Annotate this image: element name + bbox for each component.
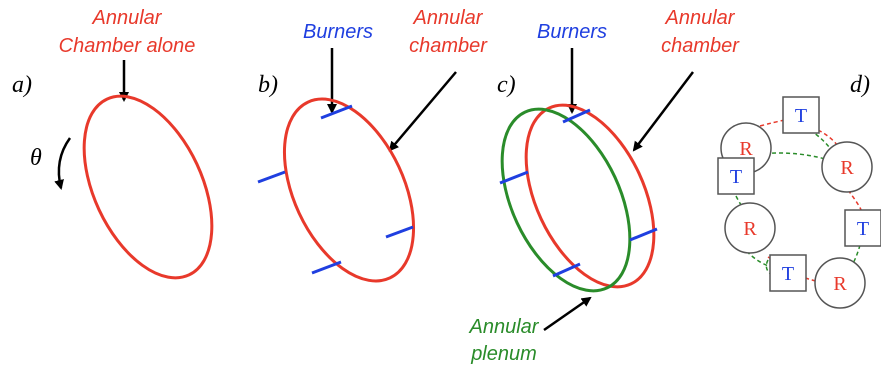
burner-marker xyxy=(257,170,286,184)
annular-chamber-ring xyxy=(524,103,656,289)
annular-chamber-ring xyxy=(82,94,214,280)
panel-c-chamber-label-line2: chamber xyxy=(661,35,740,57)
node-r: R xyxy=(814,257,866,309)
panel-c-plenum-arrow xyxy=(543,296,592,332)
node-t: T xyxy=(717,157,755,195)
burner-marker xyxy=(320,104,353,120)
panel-b-chamber-label-line2: chamber xyxy=(409,35,488,57)
panel-d-tag: d) xyxy=(850,72,870,98)
panel-b-chamber-label-line1: Annular xyxy=(413,7,484,29)
node-label: T xyxy=(795,105,807,127)
burner-marker xyxy=(562,108,591,124)
node-label: R xyxy=(739,138,753,160)
burner-marker xyxy=(385,225,414,239)
node-r: R xyxy=(821,141,873,193)
theta-symbol: θ xyxy=(30,145,42,171)
theta-direction-arrow xyxy=(54,137,72,190)
panel-c-tag: c) xyxy=(497,72,516,98)
node-label: R xyxy=(833,273,847,295)
panel-b-burners-label: Burners xyxy=(303,21,373,43)
node-t: T xyxy=(769,254,807,292)
panel-a-title-line2: Chamber alone xyxy=(59,35,196,57)
panel-d: d) R T R xyxy=(717,72,881,309)
burner-marker xyxy=(629,227,658,242)
panel-b: b) Burners Annular chamber xyxy=(257,7,488,283)
panel-c-plenum-label-line2: plenum xyxy=(470,343,537,365)
node-label: R xyxy=(743,218,757,240)
node-label: T xyxy=(782,263,794,285)
node-label: R xyxy=(840,157,854,179)
panel-a-title-line1: Annular xyxy=(92,7,163,29)
panel-c-chamber-arrow xyxy=(632,71,694,152)
panel-c-plenum-label-line1: Annular xyxy=(469,316,540,338)
burner-marker xyxy=(552,262,581,278)
node-label: T xyxy=(730,166,742,188)
panel-c-chamber-label-line1: Annular xyxy=(665,7,736,29)
panel-a: a) Annular Chamber alone θ xyxy=(12,7,214,280)
panel-c-burners-label: Burners xyxy=(537,21,607,43)
node-label: T xyxy=(857,218,869,240)
annular-chamber-ring xyxy=(282,97,416,283)
burner-marker xyxy=(499,170,529,185)
node-t: T xyxy=(782,96,820,134)
panel-b-chamber-arrow xyxy=(388,71,457,152)
node-t: T xyxy=(844,209,881,247)
annular-plenum-ring xyxy=(500,107,632,293)
node-r: R xyxy=(724,202,776,254)
panel-a-tag: a) xyxy=(12,72,32,98)
panel-b-tag: b) xyxy=(258,72,278,98)
burner-marker xyxy=(311,260,342,275)
panel-c: c) Burners Annular chamber Annular plenu… xyxy=(469,7,741,365)
